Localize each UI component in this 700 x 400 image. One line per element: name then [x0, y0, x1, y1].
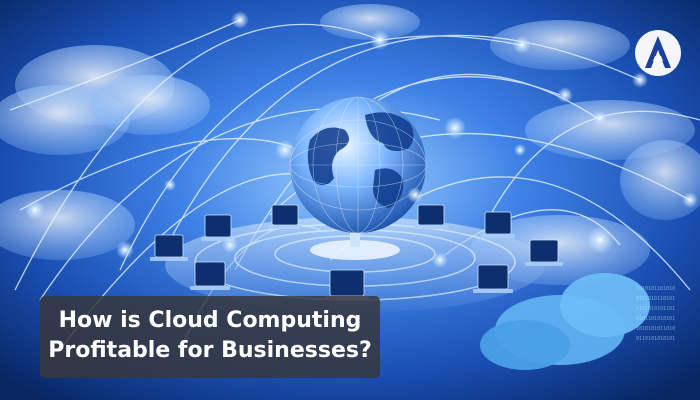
glow-nodes	[25, 11, 698, 268]
svg-text:1010101011010: 1010101011010	[636, 326, 675, 332]
svg-text:0101101010101: 0101101010101	[636, 316, 675, 322]
cloud-icon	[480, 273, 650, 370]
svg-text:0110101010101: 0110101010101	[636, 336, 675, 342]
caption-line-2: Profitable for Businesses?	[48, 338, 372, 363]
globe-icon	[289, 96, 427, 247]
laptop-icon	[154, 204, 559, 297]
svg-text:0101010110101: 0101010110101	[636, 296, 675, 302]
logo-a-icon	[635, 30, 681, 76]
caption-line-1: How is Cloud Computing	[58, 308, 362, 333]
svg-text:1101010101101: 1101010101101	[636, 306, 675, 312]
platform	[165, 217, 545, 313]
caption-box: How is Cloud Computing Profitable for Bu…	[40, 296, 380, 378]
svg-text:1010101101010: 1010101101010	[636, 286, 675, 292]
